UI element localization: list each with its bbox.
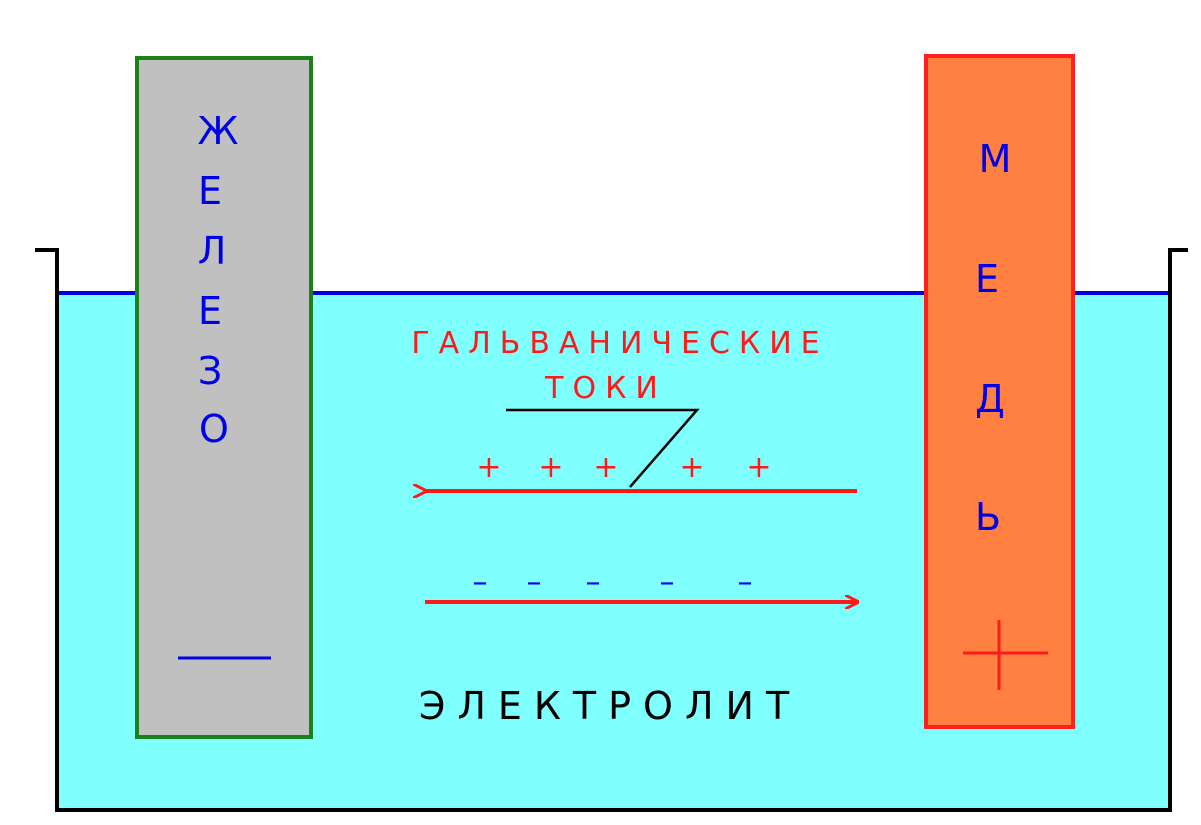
plus-sign: + (476, 450, 501, 485)
iron-letter: Е (198, 289, 222, 333)
copper-electrode (924, 54, 1075, 729)
plus-sign: + (593, 450, 618, 485)
iron-letter: З (198, 349, 222, 393)
copper-label: М Е Д Ь (975, 137, 1011, 539)
negative-signs: – – – – – (473, 565, 753, 600)
tank (35, 248, 1188, 812)
copper-letter: Д (975, 377, 1005, 421)
copper-letter: М (979, 137, 1012, 181)
iron-electrode (135, 56, 313, 739)
minus-sign: – (660, 565, 675, 600)
copper-plus-sign (963, 620, 1048, 690)
iron-letter: Е (198, 169, 222, 213)
iron-letter: Ж (198, 109, 239, 153)
minus-sign: – (527, 565, 542, 600)
copper-letter: Е (975, 257, 999, 301)
electrolyte-label: ЭЛЕКТРОЛИТ (419, 684, 801, 728)
minus-sign: – (738, 565, 753, 600)
plus-sign: + (538, 450, 563, 485)
iron-letter: О (199, 407, 229, 451)
positive-signs: + + + + + (476, 450, 771, 485)
iron-label: Ж Е Л Е З О (198, 109, 239, 451)
plus-sign: + (679, 450, 704, 485)
minus-sign: – (473, 565, 488, 600)
label-pointer (506, 408, 700, 488)
iron-letter: Л (198, 229, 227, 273)
currents-label-line1: ГАЛЬВАНИЧЕСКИЕ (411, 326, 828, 361)
copper-letter: Ь (975, 495, 1001, 539)
plus-sign: + (746, 450, 771, 485)
currents-label-line2: ТОКИ (544, 371, 667, 406)
minus-sign: – (586, 565, 601, 600)
